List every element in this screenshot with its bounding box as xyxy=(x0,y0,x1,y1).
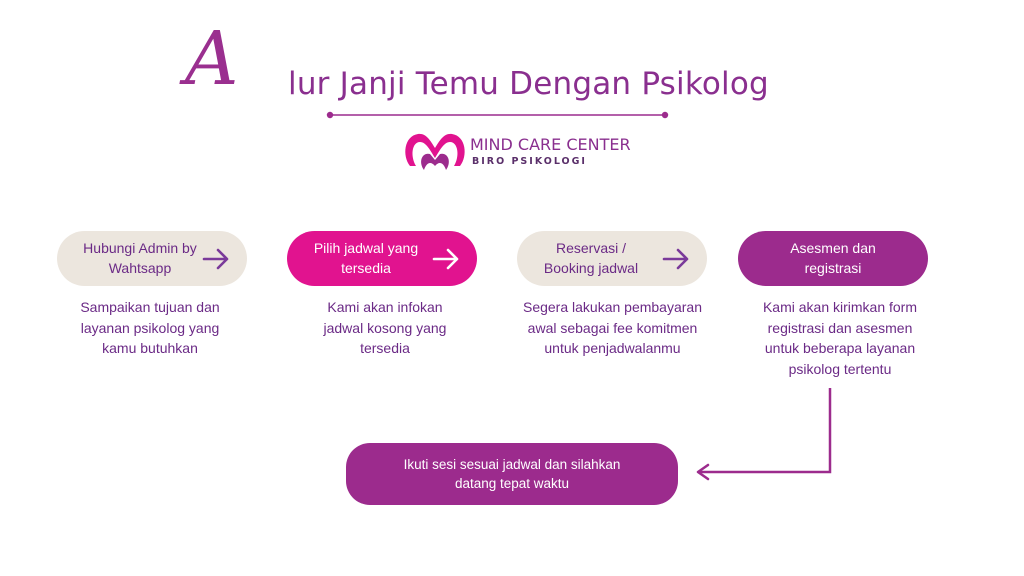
logo-name: MIND CARE CENTER xyxy=(470,135,631,154)
elbow-arrow-left-icon xyxy=(696,388,832,481)
arrow-right-icon xyxy=(662,248,689,270)
step-1-label: Hubungi Admin by Wahtsapp xyxy=(83,240,197,276)
final-step-pill: Ikuti sesi sesuai jadwal dan silahkan da… xyxy=(346,443,678,505)
step-4-description: Kami akan kirimkan form registrasi dan a… xyxy=(762,299,918,377)
arrow-right-icon xyxy=(202,248,229,270)
arrow-right-icon xyxy=(432,248,459,270)
step-2-label: Pilih jadwal yang tersedia xyxy=(313,240,419,276)
step-1-pill: Hubungi Admin by Wahtsapp xyxy=(57,231,247,286)
step-3-pill: Reservasi / Booking jadwal xyxy=(517,231,707,286)
mind-care-logo-icon xyxy=(405,133,465,170)
step-3-label: Reservasi / Booking jadwal xyxy=(543,240,639,276)
step-3-description: Segera lakukan pembayaran awal sebagai f… xyxy=(522,299,702,356)
step-4-pill: Asesmen dan registrasi xyxy=(738,231,928,286)
step-4-label: Asesmen dan registrasi xyxy=(790,240,876,276)
step-1-description: Sampaikan tujuan dan layanan psikolog ya… xyxy=(80,299,220,356)
step-2-description: Kami akan infokan jadwal kosong yang ter… xyxy=(323,299,447,356)
title-text: lur Janji Temu Dengan Psikolog xyxy=(288,66,769,102)
title-divider xyxy=(326,111,669,119)
title-script-initial: A xyxy=(185,16,239,102)
step-2-pill: Pilih jadwal yang tersedia xyxy=(287,231,477,286)
brand-logo: MIND CARE CENTER BIRO PSIKOLOGI xyxy=(400,126,640,178)
logo-subtitle: BIRO PSIKOLOGI xyxy=(472,156,587,167)
page-title: A lur Janji Temu Dengan Psikolog xyxy=(185,22,769,108)
